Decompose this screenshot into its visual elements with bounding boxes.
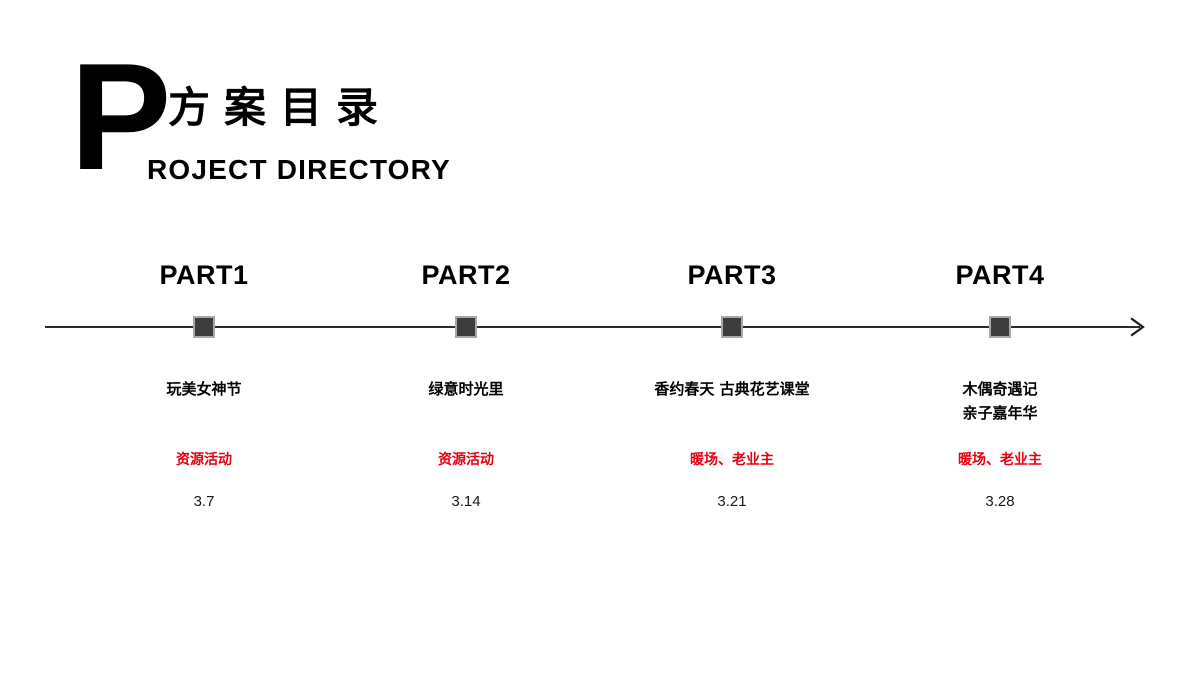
timeline-node-part-label: PART1 [159,260,249,290]
timeline-node-tag: 资源活动 [438,452,494,468]
timeline-node-title-line: 木偶奇遇记 [962,380,1038,398]
timeline-node-part1[interactable]: PART1 玩美女神节 资源活动 3.7 [74,0,334,675]
arrow-right-icon [1126,315,1150,339]
timeline-node-marker [721,316,743,338]
timeline-node-part-label: PART3 [687,260,777,290]
timeline-node-tag: 暖场、老业主 [958,452,1042,468]
timeline-node-date: 3.21 [717,493,747,510]
title-drop-cap: P [70,32,171,202]
timeline-node-date: 3.14 [451,493,481,510]
timeline-node-part-label: PART2 [421,260,511,290]
timeline-node-title: 玩美女神节 [74,377,334,401]
timeline-node-title-line: 亲子嘉年华 [962,404,1038,422]
page-title: P 方案目录 ROJECT DIRECTORY [70,41,590,198]
timeline-node-date: 3.7 [193,493,215,510]
timeline-node-part3[interactable]: PART3 香约春天 古典花艺课堂 暖场、老业主 3.21 [602,0,862,675]
timeline-node-tag: 资源活动 [176,452,232,468]
timeline-node-title-line: 玩美女神节 [166,380,242,398]
timeline-node-title-line: 香约春天 古典花艺课堂 [654,380,810,398]
timeline-node-title-line: 绿意时光里 [428,380,504,398]
timeline-node-marker [193,316,215,338]
timeline-node-title: 绿意时光里 [336,377,596,401]
timeline-node-marker [455,316,477,338]
title-english: ROJECT DIRECTORY [147,154,451,185]
title-chinese: 方案目录 [168,83,393,132]
timeline-node-tag: 暖场、老业主 [690,452,774,468]
timeline-node-part-label: PART4 [955,260,1045,290]
timeline-node-title: 木偶奇遇记 亲子嘉年华 [870,377,1130,425]
timeline-node-marker [989,316,1011,338]
timeline-node-part4[interactable]: PART4 木偶奇遇记 亲子嘉年华 暖场、老业主 3.28 [870,0,1130,675]
timeline-node-date: 3.28 [985,493,1015,510]
timeline-node-title: 香约春天 古典花艺课堂 [602,377,862,401]
timeline-node-part2[interactable]: PART2 绿意时光里 资源活动 3.14 [336,0,596,675]
timeline-axis-line [45,326,1140,328]
